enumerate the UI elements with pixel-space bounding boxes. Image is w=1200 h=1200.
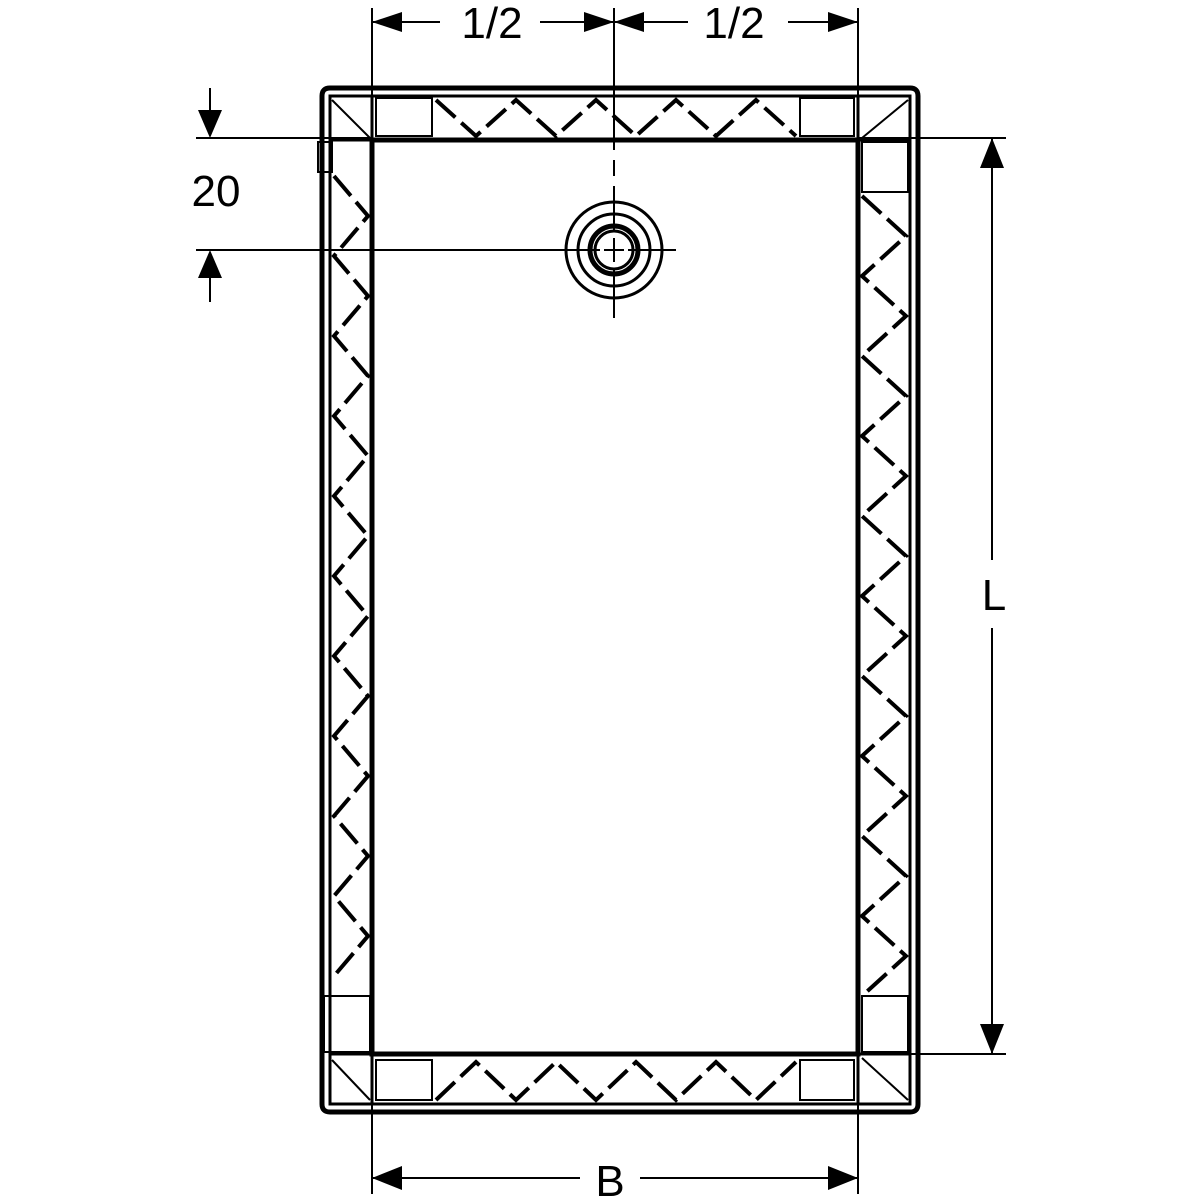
dimension-length	[858, 137, 1006, 1055]
dimension-drain-offset	[196, 88, 548, 302]
dimension-width-label: B	[595, 1157, 624, 1200]
frame-hatch-bottom	[434, 1059, 798, 1103]
dimension-drain-offset-label: 20	[192, 167, 241, 216]
frame-hatch-left	[331, 174, 371, 978]
frame-hatch-top	[434, 97, 798, 139]
hatch-line	[331, 174, 371, 978]
dimension-half-left: 1/2	[461, 0, 522, 48]
outer-frame	[319, 85, 921, 1115]
dimension-half-right: 1/2	[703, 0, 764, 48]
corner-brackets	[317, 94, 912, 1106]
dimension-width	[371, 1054, 859, 1194]
hatch-line	[434, 97, 798, 139]
dimension-length-label: L	[982, 571, 1006, 620]
hatch-line	[859, 194, 909, 998]
dimension-top	[371, 8, 859, 150]
drain	[548, 160, 676, 318]
hatch-line	[434, 1059, 798, 1103]
frame-hatch-right	[859, 194, 909, 998]
